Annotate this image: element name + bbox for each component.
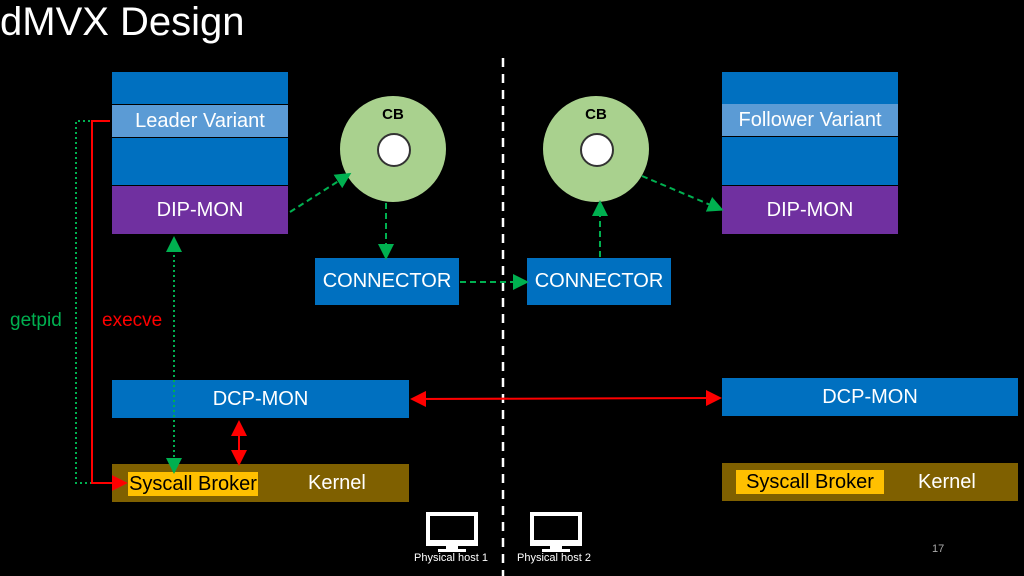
arrow-dcpmon-to-dcpmon bbox=[410, 390, 722, 407]
kernel-label-right: Kernel bbox=[918, 471, 976, 493]
follower-top-block bbox=[722, 72, 898, 104]
cb-right-hole bbox=[580, 133, 614, 167]
follower-dip-mon: DIP-MON bbox=[722, 186, 898, 234]
cb-left-hole bbox=[377, 133, 411, 167]
execve-path bbox=[91, 120, 128, 491]
follower-mid-block bbox=[722, 137, 898, 185]
leader-variant-label: Leader Variant bbox=[112, 105, 288, 137]
kernel-label-left: Kernel bbox=[308, 472, 366, 494]
arrow-dipmon-to-cb-left bbox=[289, 172, 352, 213]
cb-left-label: CB bbox=[382, 106, 404, 123]
syscall-broker-right: Syscall Broker bbox=[734, 468, 886, 496]
cb-right-label: CB bbox=[585, 106, 607, 123]
host1-label: Physical host 1 bbox=[414, 552, 488, 564]
cb-left-disc: CB bbox=[340, 96, 446, 202]
page-number: 17 bbox=[932, 543, 945, 555]
follower-variant-label: Follower Variant bbox=[722, 104, 898, 136]
kernel-bar-left: Syscall Broker Kernel bbox=[112, 464, 409, 502]
kernel-bar-right: Syscall Broker Kernel bbox=[722, 463, 1018, 501]
execve-label: execve bbox=[102, 310, 163, 331]
arrow-cb-to-dipmon-right bbox=[641, 175, 724, 212]
leader-dip-mon: DIP-MON bbox=[112, 186, 288, 234]
leader-top-block bbox=[112, 72, 288, 104]
computer-icon bbox=[426, 512, 478, 552]
dcp-mon-right: DCP-MON bbox=[722, 378, 1018, 416]
connector-left: CONNECTOR bbox=[315, 258, 459, 305]
getpid-label: getpid bbox=[10, 310, 62, 331]
connector-right: CONNECTOR bbox=[527, 258, 671, 305]
cb-right-disc: CB bbox=[543, 96, 649, 202]
host2-label: Physical host 2 bbox=[517, 552, 591, 564]
page-title: dMVX Design bbox=[0, 0, 245, 44]
computer-icon bbox=[530, 512, 582, 552]
leader-mid-block bbox=[112, 138, 288, 185]
dcp-mon-left: DCP-MON bbox=[112, 380, 409, 418]
syscall-broker-left: Syscall Broker bbox=[126, 470, 260, 498]
